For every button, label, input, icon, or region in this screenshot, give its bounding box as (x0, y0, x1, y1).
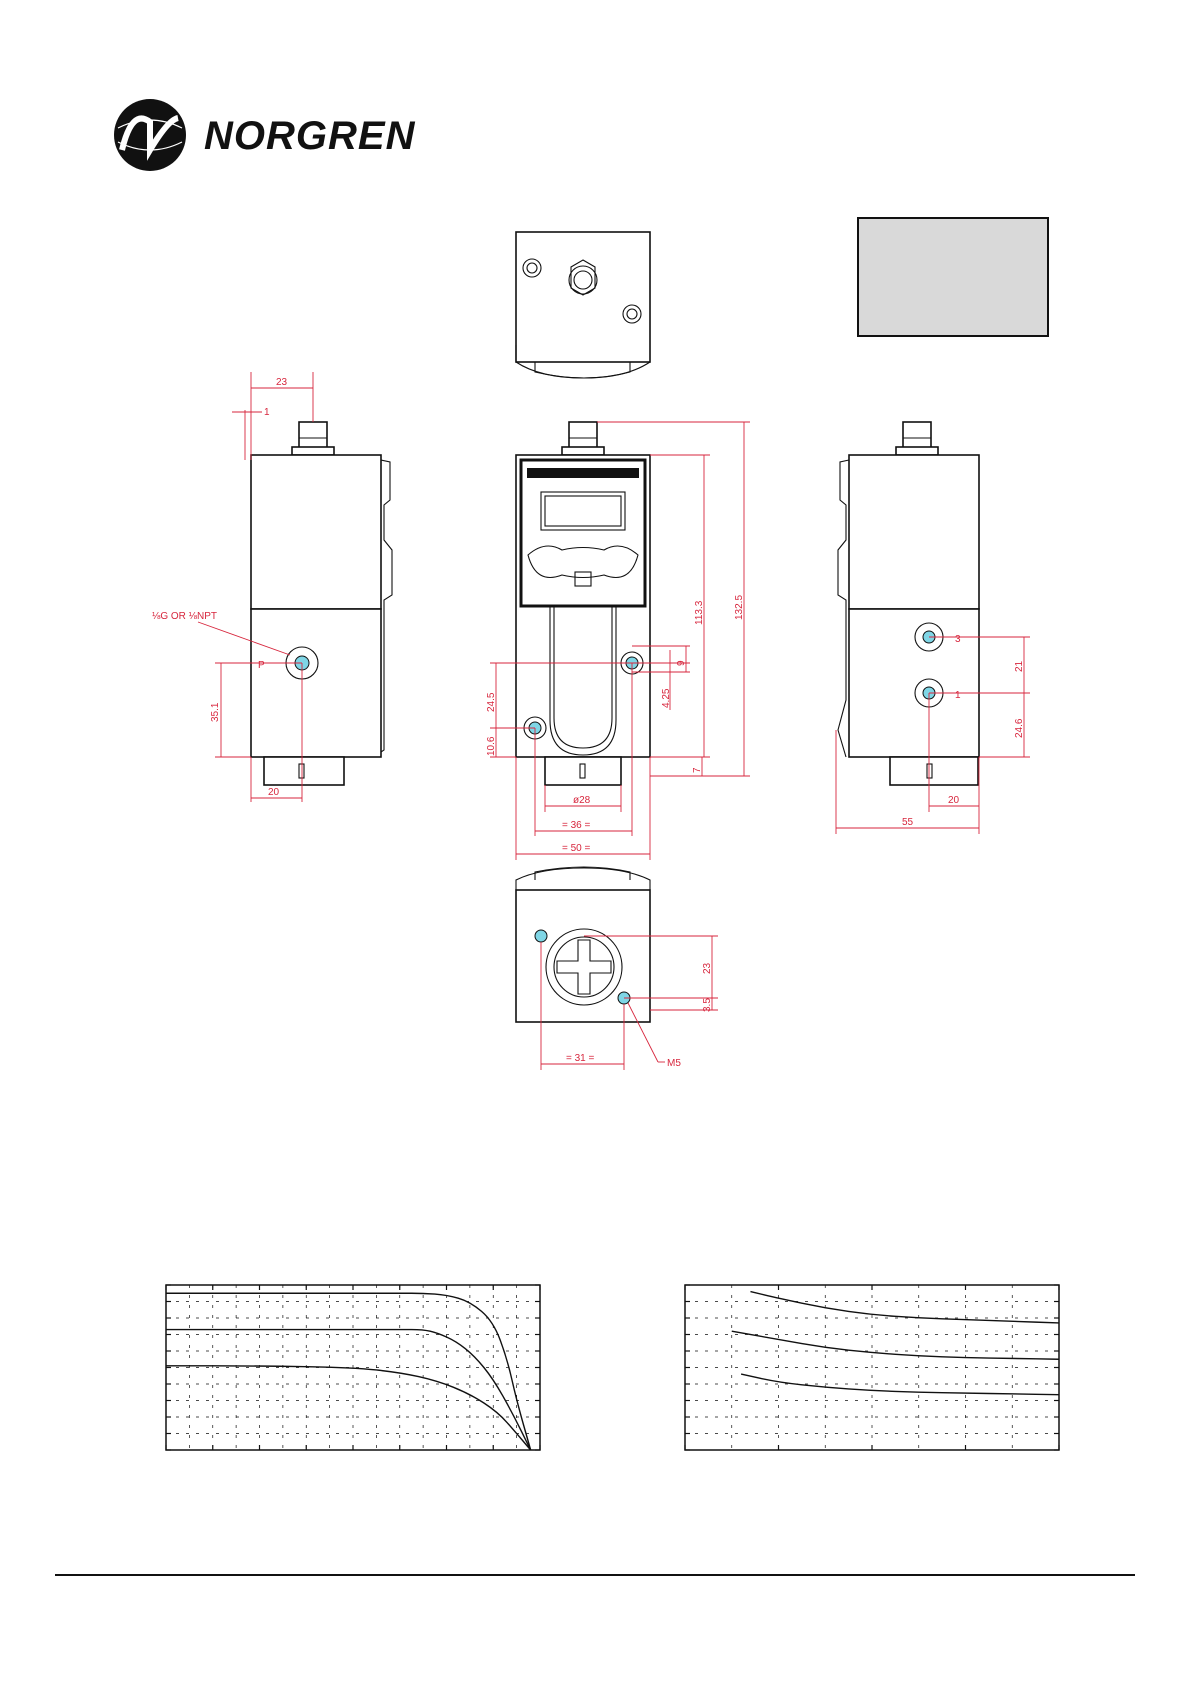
dim-9: 9 (676, 660, 687, 666)
bottom-view-body (516, 890, 650, 1022)
port-note: ⅛G OR ⅛NPT (152, 611, 217, 622)
dim-21: 21 (1014, 660, 1025, 672)
pressure-characteristic-chart (685, 1285, 1059, 1450)
norgren-logo: NORGREN (114, 99, 416, 171)
dim-10-6: 10.6 (486, 736, 497, 756)
dim-24-5: 24.5 (486, 692, 497, 712)
dim-4-25: 4.25 (661, 688, 672, 708)
dim-23-side: 23 (276, 377, 288, 388)
left-lower-body (251, 609, 381, 757)
m5-hole (535, 930, 547, 942)
brand-name: NORGREN (204, 114, 416, 158)
port-marker-3: 3 (955, 634, 961, 645)
blank-label-box (858, 218, 1048, 336)
right-side-view: 3 1 21 24.6 20 55 (836, 422, 1030, 834)
dim-31: = 31 = (566, 1053, 595, 1064)
port-marker-1: 1 (955, 690, 961, 701)
top-view (516, 232, 650, 378)
dim-36: = 36 = (562, 820, 591, 831)
dim-dia-28: ø28 (573, 795, 591, 806)
left-upper-body (251, 455, 381, 609)
right-lower-body (849, 609, 979, 757)
left-side-view: 23 1 35.1 20 ⅛G OR ⅛NPT P (152, 372, 392, 802)
dim-1: 1 (264, 407, 270, 418)
dim-24-6: 24.6 (1014, 718, 1025, 738)
dim-113-3: 113.3 (694, 600, 705, 625)
dim-7: 7 (692, 767, 703, 773)
flow-pressure-chart (166, 1285, 540, 1450)
dim-132-5: 132.5 (734, 595, 745, 620)
front-view: 113.3 132.5 9 4.25 24.5 10.6 7 ø28 = 36 … (486, 422, 750, 860)
dim-55: 55 (902, 817, 914, 828)
dim-3-5: 3.5 (702, 998, 713, 1012)
dim-35-1: 35.1 (210, 702, 221, 722)
dim-20-right: 20 (948, 795, 960, 806)
right-upper-body (849, 455, 979, 609)
dim-50: = 50 = (562, 843, 591, 854)
top-view-body (516, 232, 650, 362)
dim-23-bottom: 23 (702, 962, 713, 974)
bottom-view: 23 3.5 = 31 = M5 (516, 867, 718, 1070)
thread-m5: M5 (667, 1058, 681, 1069)
dim-20-left: 20 (268, 787, 280, 798)
port-marker-left: P (258, 660, 265, 671)
